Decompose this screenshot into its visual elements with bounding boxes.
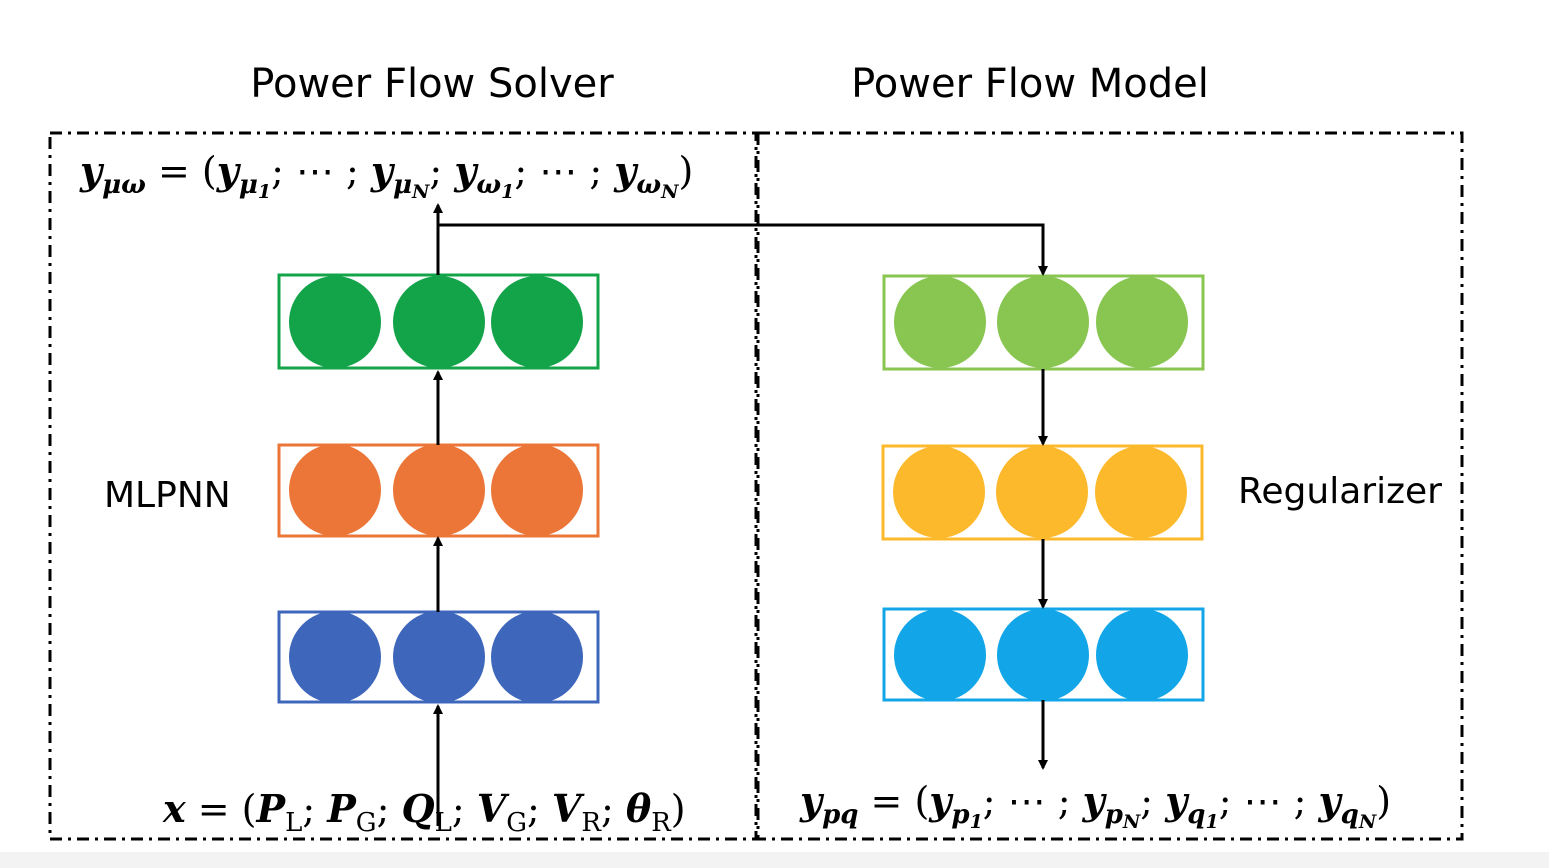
model-top-node-3 xyxy=(1096,276,1188,368)
model-bottom-node-2 xyxy=(997,609,1089,701)
model-top-node-1 xyxy=(894,276,986,368)
regularizer-label: Regularizer xyxy=(1238,471,1442,512)
model-middle-node-2 xyxy=(996,446,1088,538)
model-top-node-2 xyxy=(997,276,1089,368)
solver-middle-node-2 xyxy=(393,444,485,536)
model-boundary xyxy=(756,131,1464,841)
solver-top-node-3 xyxy=(491,276,583,368)
solver-to-model-connector xyxy=(438,223,1048,276)
input-formula: x = (PL; PG; QL; VG; VR; θR) xyxy=(162,786,686,838)
bottom-strip xyxy=(0,852,1549,868)
solver-top-node-2 xyxy=(393,276,485,368)
solver-title: Power Flow Solver xyxy=(250,61,614,107)
model-bottom-node-3 xyxy=(1096,609,1188,701)
model-middle-node-1 xyxy=(893,446,985,538)
solver-boundary xyxy=(48,131,758,841)
solver-middle-node-1 xyxy=(289,444,381,536)
mlpnn-label: MLPNN xyxy=(104,475,231,516)
model-middle-node-3 xyxy=(1095,446,1187,538)
model-bottom-node-1 xyxy=(894,609,986,701)
model-title: Power Flow Model xyxy=(851,61,1209,107)
output-formula: yμω = (yμ1; ⋯ ; yμN; yω1; ⋯ ; yωN) xyxy=(79,148,693,203)
solver-bottom-node-3 xyxy=(491,611,583,703)
solver-top-node-1 xyxy=(289,276,381,368)
solver-bottom-node-1 xyxy=(289,611,381,703)
solver-middle-node-3 xyxy=(491,444,583,536)
pq-formula: ypq = (yp1; ⋯ ; ypN; yq1; ⋯ ; yqN) xyxy=(799,778,1391,833)
solver-bottom-node-2 xyxy=(393,611,485,703)
